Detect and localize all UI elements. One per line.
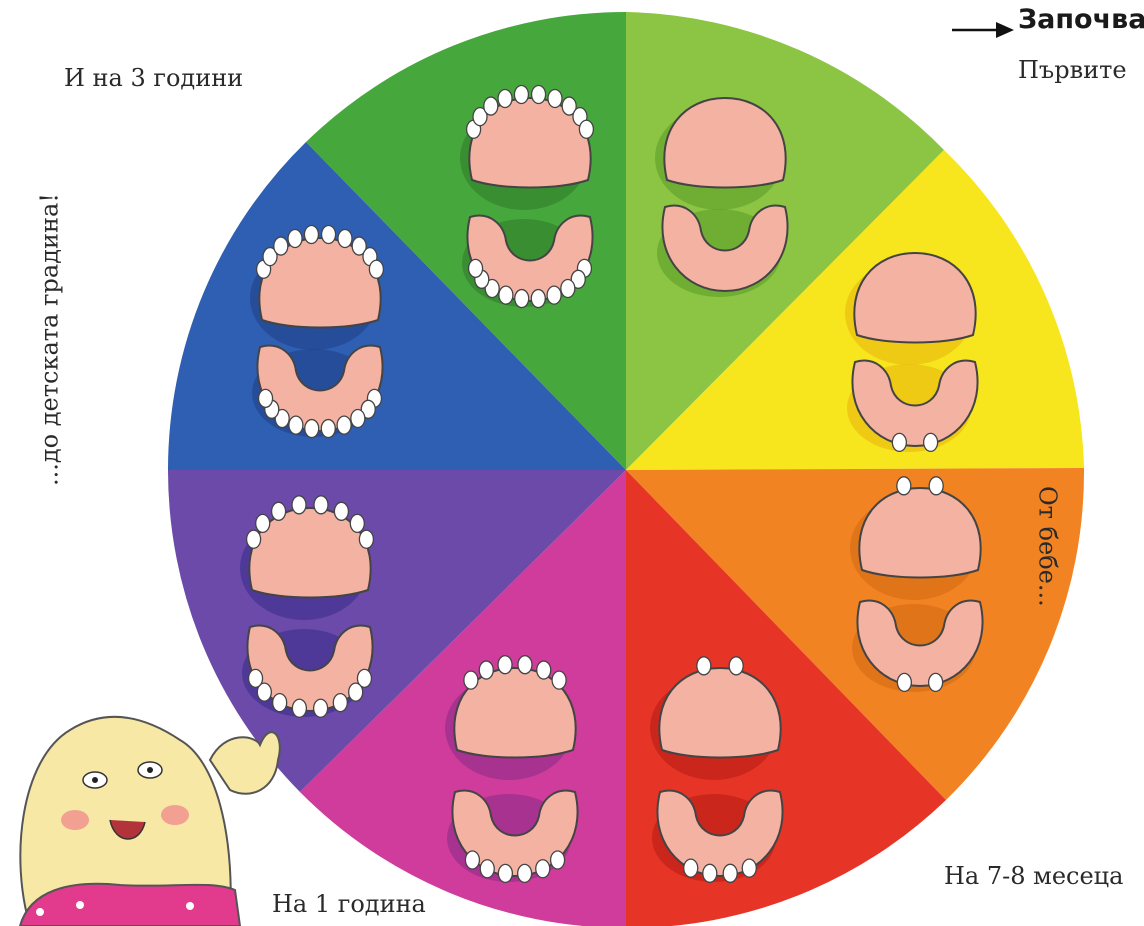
label-one-year: На 1 година xyxy=(272,890,426,918)
label-three-years: И на 3 години xyxy=(64,64,243,92)
label-kindergarten: ...до детската градина! xyxy=(36,193,64,486)
label-from-baby: От бебе... xyxy=(1034,486,1062,607)
start-heading: Започвай xyxy=(1018,4,1144,35)
wheel-segments xyxy=(168,12,1084,926)
tooth-character xyxy=(20,717,280,926)
label-seven-eight-months: На 7-8 месеца xyxy=(944,862,1123,890)
start-subheading: Първите xyxy=(1018,56,1127,84)
arrow-right-icon xyxy=(950,16,1016,40)
